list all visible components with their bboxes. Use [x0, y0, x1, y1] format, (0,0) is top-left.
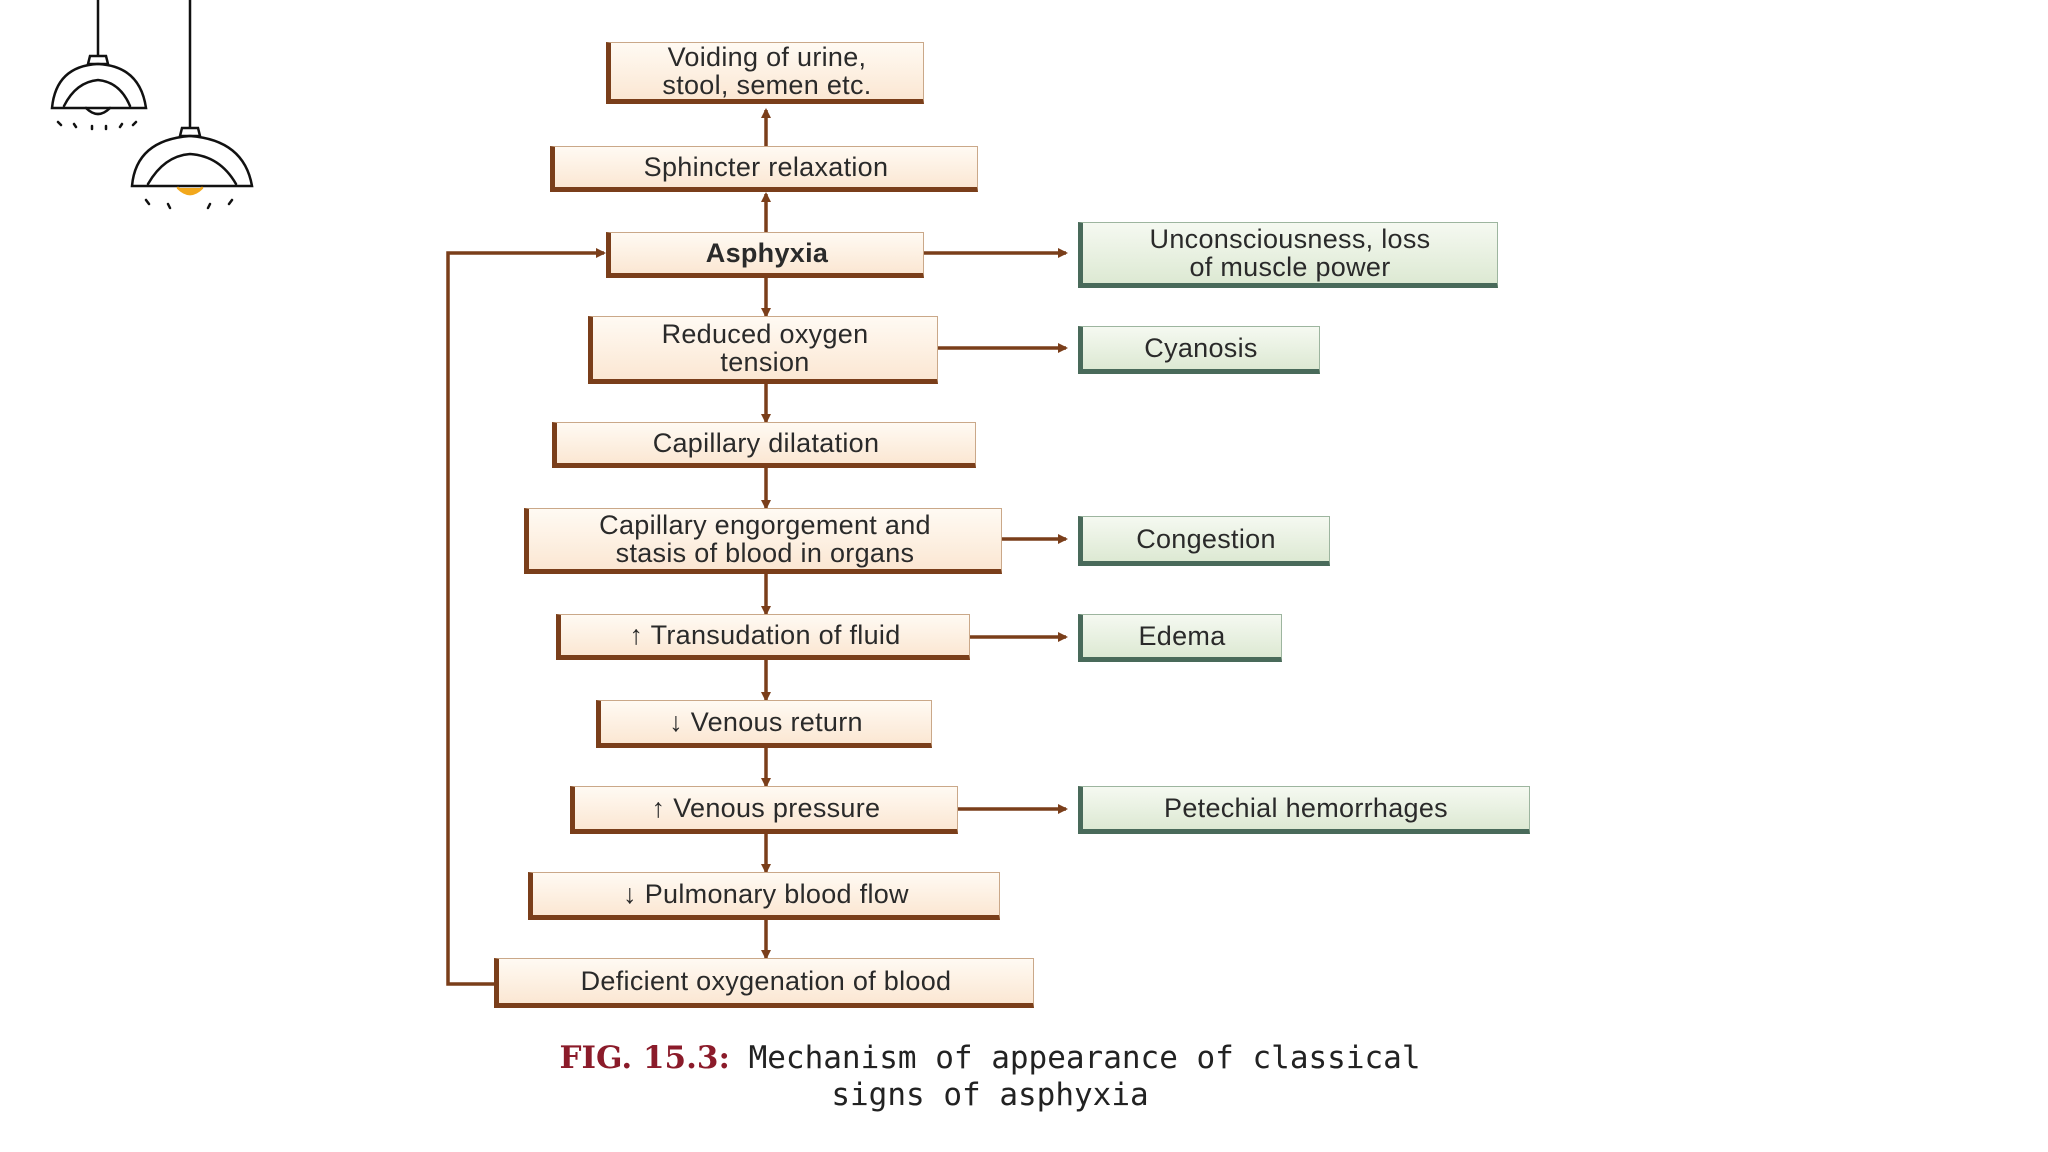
node-edema: Edema [1078, 614, 1282, 662]
node-voiding: Voiding of urine, stool, semen etc. [606, 42, 924, 104]
caption-prefix: FIG. 15.3: [559, 1040, 730, 1076]
node-sphincter-relaxation: Sphincter relaxation [550, 146, 978, 192]
node-venous-return: ↓ Venous return [596, 700, 932, 748]
caption-line-1: Mechanism of appearance of classical [748, 1040, 1421, 1076]
hanging-lamp-icon [50, 0, 254, 210]
caption-line-2: signs of asphyxia [831, 1077, 1149, 1113]
feedback-loop-arrow [446, 248, 606, 986]
node-pulmonary-blood-flow: ↓ Pulmonary blood flow [528, 872, 1000, 920]
node-petechial-hemorrhages: Petechial hemorrhages [1078, 786, 1530, 834]
node-reduced-oxygen-tension: Reduced oxygen tension [588, 316, 938, 384]
node-congestion: Congestion [1078, 516, 1330, 566]
node-cyanosis: Cyanosis [1078, 326, 1320, 374]
node-unconsciousness: Unconsciousness, loss of muscle power [1078, 222, 1498, 288]
figure-caption: FIG. 15.3: Mechanism of appearance of cl… [440, 1040, 1540, 1114]
node-asphyxia: Asphyxia [606, 232, 924, 278]
node-deficient-oxygenation: Deficient oxygenation of blood [494, 958, 1034, 1008]
node-capillary-engorgement: Capillary engorgement and stasis of bloo… [524, 508, 1002, 574]
node-transudation-of-fluid: ↑ Transudation of fluid [556, 614, 970, 660]
lamp-glow [176, 186, 204, 196]
node-capillary-dilatation: Capillary dilatation [552, 422, 976, 468]
node-venous-pressure: ↑ Venous pressure [570, 786, 958, 834]
